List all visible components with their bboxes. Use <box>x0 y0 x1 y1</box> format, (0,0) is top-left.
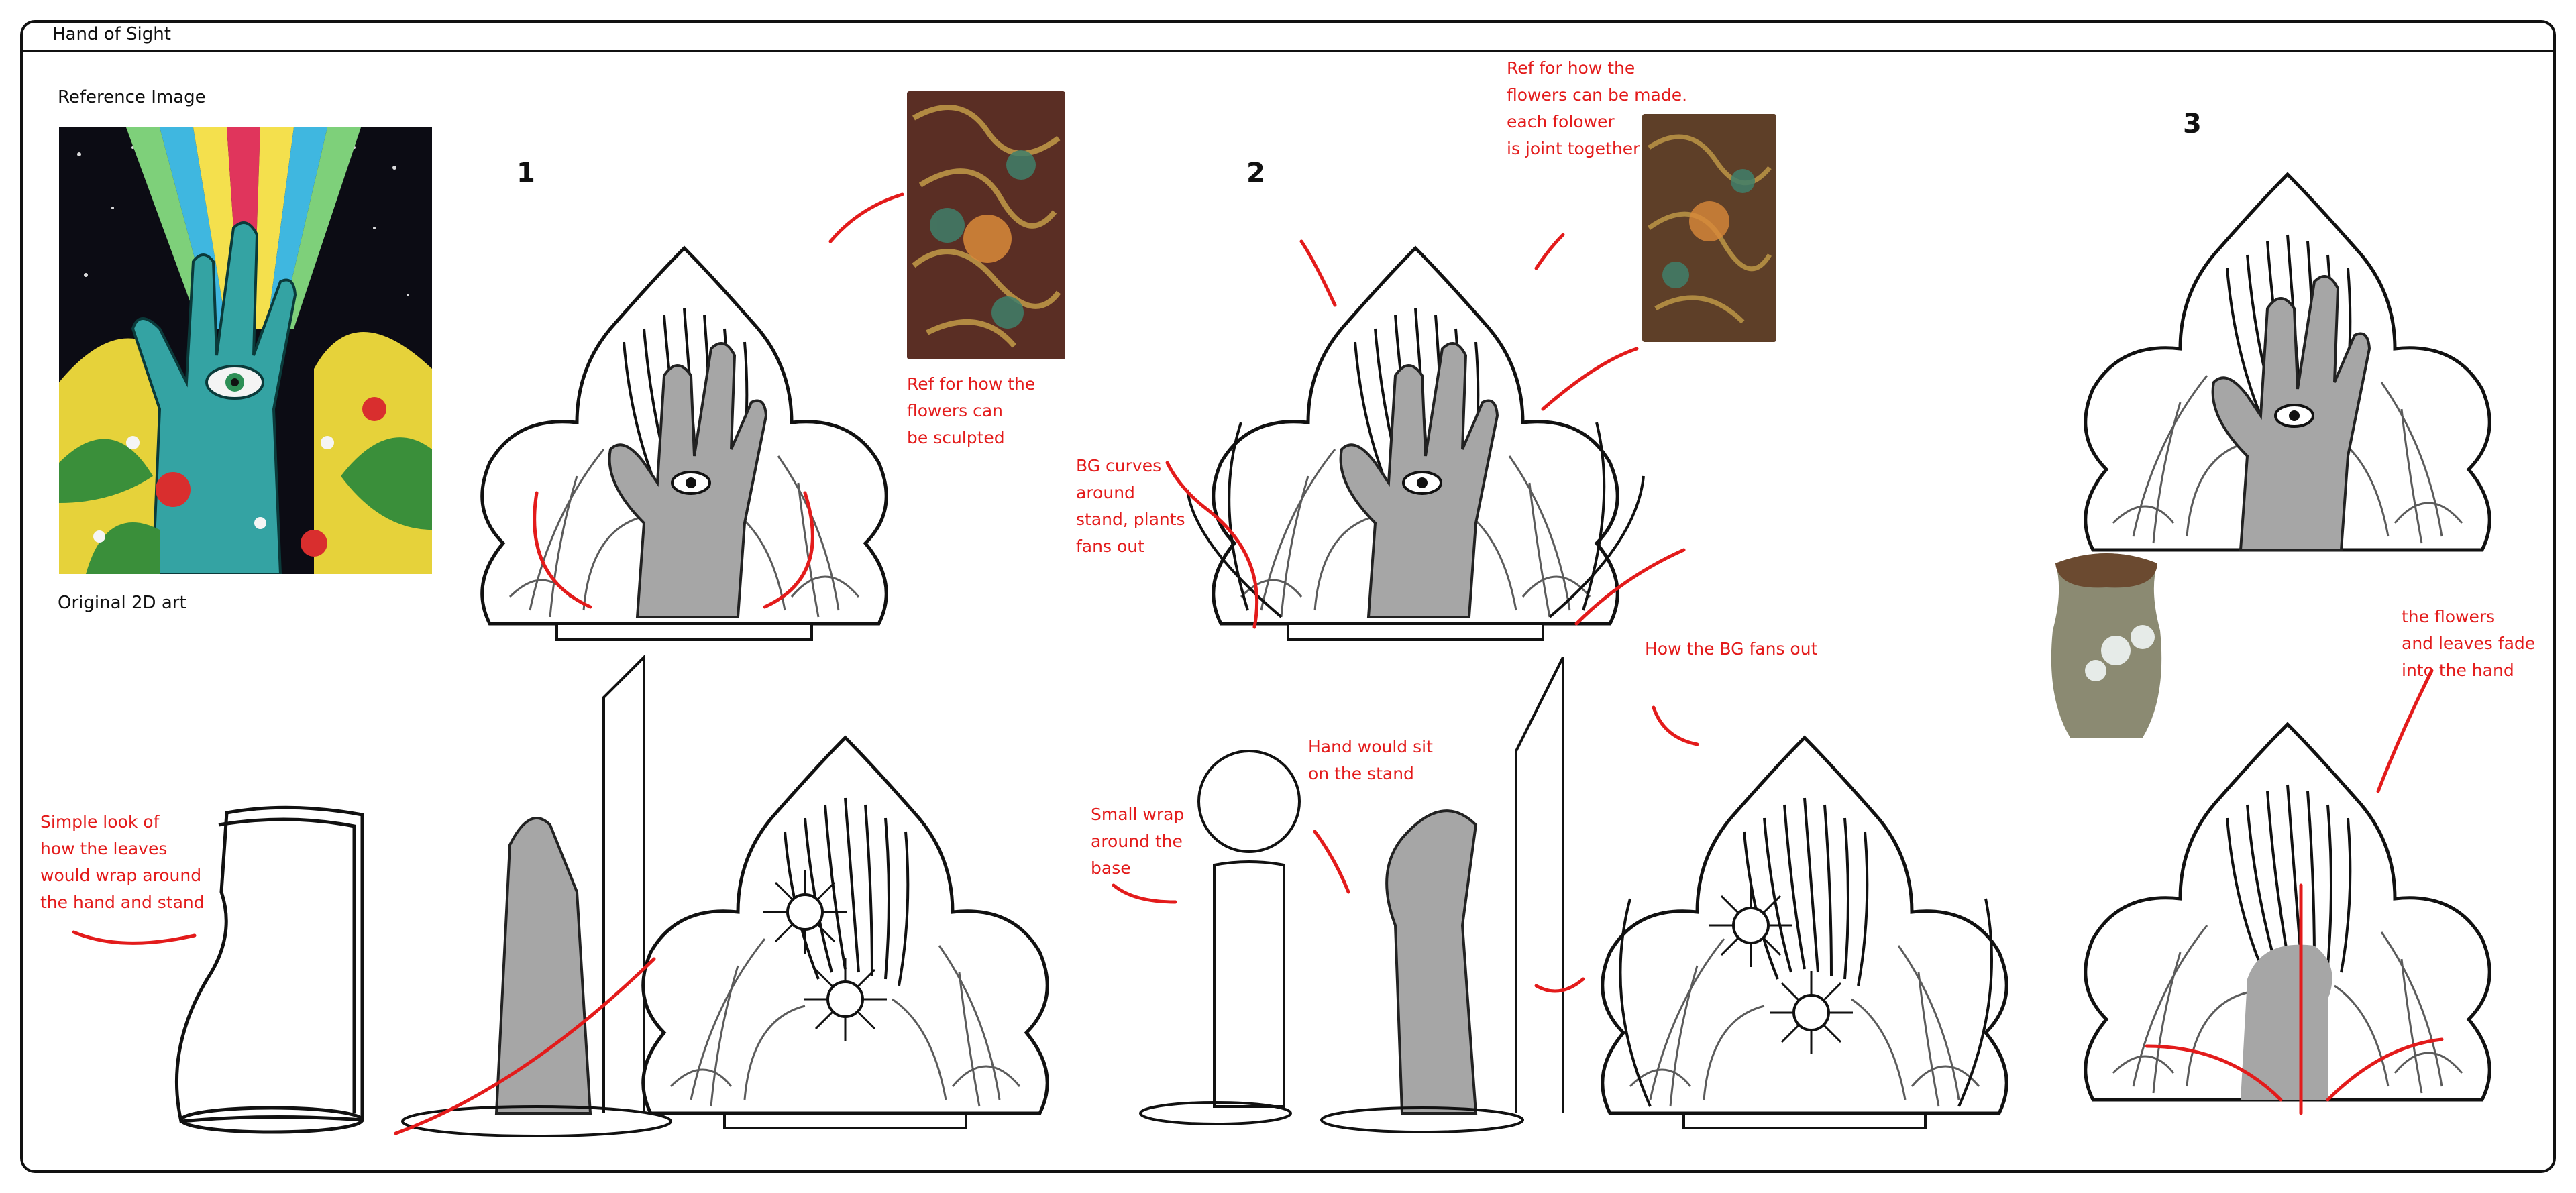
reference-caption: Original 2D art <box>58 593 186 613</box>
vase-reference-photo <box>2042 550 2171 744</box>
step-number-1: 1 <box>517 158 535 188</box>
wrap-outline-sketch <box>174 805 364 1134</box>
note-flowers-made: Ref for how the flowers can be made. eac… <box>1507 58 1688 158</box>
reference-heading: Reference Image <box>58 87 206 107</box>
window-title: Hand of Sight <box>52 24 171 44</box>
arrow-icon <box>828 192 904 243</box>
carving-pattern-2 <box>1642 114 1776 342</box>
carving-reference-photo-2 <box>1642 114 1776 342</box>
sketch-1 <box>482 248 887 641</box>
sketch-2 <box>1186 248 1645 641</box>
side-view-1 <box>401 654 672 1137</box>
step-number-3: 3 <box>2183 109 2202 139</box>
note-simple-look: Simple look of how the leaves would wrap… <box>40 812 205 912</box>
note-bg-curves: BG curves around stand, plants fans out <box>1076 456 1185 556</box>
note-fade: the flowers and leaves fade into the han… <box>2402 607 2536 680</box>
reference-artwork <box>59 127 432 574</box>
annotation-arrows <box>72 192 2444 1135</box>
title-bar: Hand of Sight <box>20 20 2556 52</box>
stand-sketch <box>1139 750 1301 1125</box>
sketch-3-top <box>2086 174 2490 550</box>
note-bg-fans: How the BG fans out <box>1645 639 1818 659</box>
canvas-frame <box>20 20 2556 1173</box>
front-view-2 <box>1603 738 2007 1129</box>
vase-shape <box>2051 553 2162 738</box>
note-hand-sit: Hand would sit on the stand <box>1308 737 1433 783</box>
step-number-2: 2 <box>1246 158 1265 188</box>
side-view-2 <box>1320 657 1564 1133</box>
note-flowers-sculpted: Ref for how the flowers can be sculpted <box>907 374 1036 447</box>
sketch-3-bottom <box>2086 724 2490 1100</box>
reference-image <box>59 127 432 574</box>
front-view-1 <box>643 738 1048 1129</box>
carving-pattern <box>907 91 1065 359</box>
carving-reference-photo-1 <box>907 91 1065 359</box>
note-small-wrap: Small wrap around the base <box>1091 805 1185 878</box>
